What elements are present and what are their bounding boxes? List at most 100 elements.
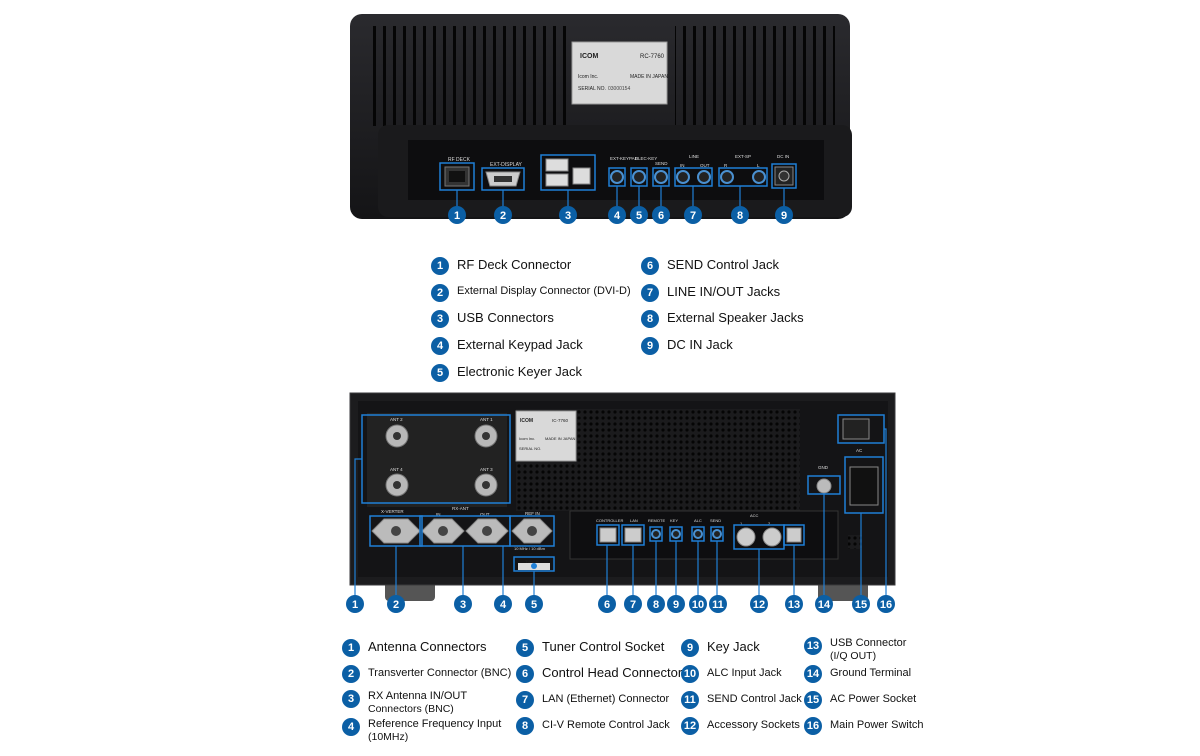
port-label-rx-in: IN <box>436 512 441 517</box>
top-plate-model: RC-7760 <box>640 54 665 60</box>
ext-sp-l-jack <box>752 170 766 184</box>
bottom-callout-4: 4 <box>494 595 512 613</box>
bottom-legend-badge-2: 2 <box>342 665 360 683</box>
bottom-legend-item-4: 4 Reference Frequency Input (10MHz) <box>342 718 501 743</box>
port-label-ant3: ANT 3 <box>480 467 493 472</box>
bottom-legend-text-11: SEND Control Jack <box>707 693 802 705</box>
bottom-callout-3: 3 <box>454 595 472 613</box>
bottom-device-illustration: ICOM IC-7760 Icom Inc. MADE IN JAPAN SER… <box>346 392 896 613</box>
bottom-legend-item-3: 3 RX Antenna IN/OUT Connectors (BNC) <box>342 690 467 715</box>
bottom-legend-item-7: 7 LAN (Ethernet) Connector <box>516 691 669 709</box>
bottom-legend-item-5: 5 Tuner Control Socket <box>516 639 664 657</box>
top-port-label-ext-keypad: EXT-KEYPAD <box>610 156 639 161</box>
top-callout-2: 2 <box>494 206 512 224</box>
svg-text:4: 4 <box>500 599 507 611</box>
bottom-plate-brand: ICOM <box>520 418 533 424</box>
svg-text:10: 10 <box>692 599 704 611</box>
port-label-key: KEY <box>670 518 678 523</box>
ext-sp-r-jack <box>720 170 734 184</box>
top-legend-badge-8: 8 <box>641 310 659 328</box>
port-label-ref-in: REF IN <box>525 511 540 516</box>
bottom-legend-badge-12: 12 <box>681 717 699 735</box>
bottom-legend-text-14: Ground Terminal <box>830 667 912 679</box>
top-port-label-send: SEND <box>655 161 668 166</box>
svg-text:13: 13 <box>788 599 800 611</box>
bottom-legend-badge-7: 7 <box>516 691 534 709</box>
bottom-legend-sub-13: (I/Q OUT) <box>830 650 877 662</box>
bottom-plate-model: IC-7760 <box>552 418 569 423</box>
top-connector-panel <box>408 140 824 200</box>
top-plate-serial: 03000154 <box>608 86 630 92</box>
top-callout-6: 6 <box>652 206 670 224</box>
top-legend-badge-4: 4 <box>431 337 449 355</box>
port-label-acc2: 2 <box>768 521 771 526</box>
svg-text:7: 7 <box>690 210 696 222</box>
bottom-callout-12: 12 <box>750 595 768 613</box>
svg-text:7: 7 <box>630 599 636 611</box>
svg-text:3: 3 <box>565 210 571 222</box>
bottom-legend-badge-16: 16 <box>804 717 822 735</box>
bottom-legend-badge-8: 8 <box>516 717 534 735</box>
bottom-legend-badge-6: 6 <box>516 665 534 683</box>
bottom-callout-5: 5 <box>525 595 543 613</box>
top-legend-text-6: SEND Control Jack <box>667 257 779 272</box>
port-label-controller: CONTROLLER <box>596 518 623 523</box>
top-legend-badge-6: 6 <box>641 257 659 275</box>
bottom-callout-8: 8 <box>647 595 665 613</box>
bottom-callout-2: 2 <box>387 595 405 613</box>
foot-right <box>818 581 868 601</box>
bottom-callout-6: 6 <box>598 595 616 613</box>
svg-text:1: 1 <box>454 210 460 222</box>
line-out-jack <box>697 170 711 184</box>
port-label-send: SEND <box>710 518 721 523</box>
port-label-rx-out: OUT <box>480 512 490 517</box>
top-plate-serial-label: SERIAL NO. <box>578 86 606 92</box>
top-callout-9: 9 <box>775 206 793 224</box>
key-jack <box>671 529 681 539</box>
top-vent-left <box>370 26 570 126</box>
port-label-rx-ant: RX-ANT <box>452 506 469 511</box>
bottom-legend-badge-10: 10 <box>681 665 699 683</box>
port-label-alc: ALC <box>694 518 702 523</box>
bottom-legend-text-7: LAN (Ethernet) Connector <box>542 693 670 705</box>
top-port-label-ext-sp: EXT-SP <box>735 154 751 159</box>
bottom-callout-14: 14 <box>815 595 833 613</box>
ext-keypad-jack <box>610 170 624 184</box>
main-power-switch <box>842 418 870 440</box>
bottom-legend-badge-1: 1 <box>342 639 360 657</box>
top-legend-badge-5: 5 <box>431 364 449 382</box>
bottom-legend-text-15: AC Power Socket <box>830 693 917 705</box>
top-callout-5: 5 <box>630 206 648 224</box>
port-label-ant4: ANT 4 <box>390 467 403 472</box>
port-label-acc1: 1 <box>740 521 743 526</box>
svg-text:1: 1 <box>352 599 358 611</box>
bottom-legend-badge-5: 5 <box>516 639 534 657</box>
port-label-acc: ACC <box>750 513 759 518</box>
send-jack <box>654 170 668 184</box>
usb-connector-1 <box>545 158 569 172</box>
bottom-legend-text-4: Reference Frequency Input <box>368 718 502 730</box>
svg-text:3: 3 <box>460 599 466 611</box>
top-legend-item-2: 2 External Display Connector (DVI-D) <box>431 284 631 302</box>
port-label-ant1: ANT 1 <box>480 417 493 422</box>
top-port-label-dc-in: DC IN <box>777 154 789 159</box>
top-legend-text-3: USB Connectors <box>457 310 554 325</box>
port-label-remote: REMOTE <box>648 518 665 523</box>
top-port-label-ext-sp-r: R <box>724 163 728 168</box>
port-label-tuner: TUNER <box>525 559 539 564</box>
bottom-legend-item-1: 1 Antenna Connectors <box>342 639 487 657</box>
send-jack-rear <box>712 529 722 539</box>
top-port-label-line-out: OUT <box>700 163 710 168</box>
svg-text:15: 15 <box>855 599 867 611</box>
bottom-legend-badge-15: 15 <box>804 691 822 709</box>
svg-text:4: 4 <box>614 210 621 222</box>
alc-jack <box>693 529 703 539</box>
bottom-callout-13: 13 <box>785 595 803 613</box>
bottom-legend-text-13: USB Connector <box>830 637 907 649</box>
bottom-legend-item-10: 10 ALC Input Jack <box>681 665 782 683</box>
bottom-plate-made-in: MADE IN JAPAN <box>545 436 575 441</box>
top-legend-item-6: 6 SEND Control Jack <box>641 257 779 275</box>
bottom-legend-text-5: Tuner Control Socket <box>542 639 665 654</box>
bottom-callout-9: 9 <box>667 595 685 613</box>
port-label-xverter: X-VERTER <box>381 509 404 514</box>
